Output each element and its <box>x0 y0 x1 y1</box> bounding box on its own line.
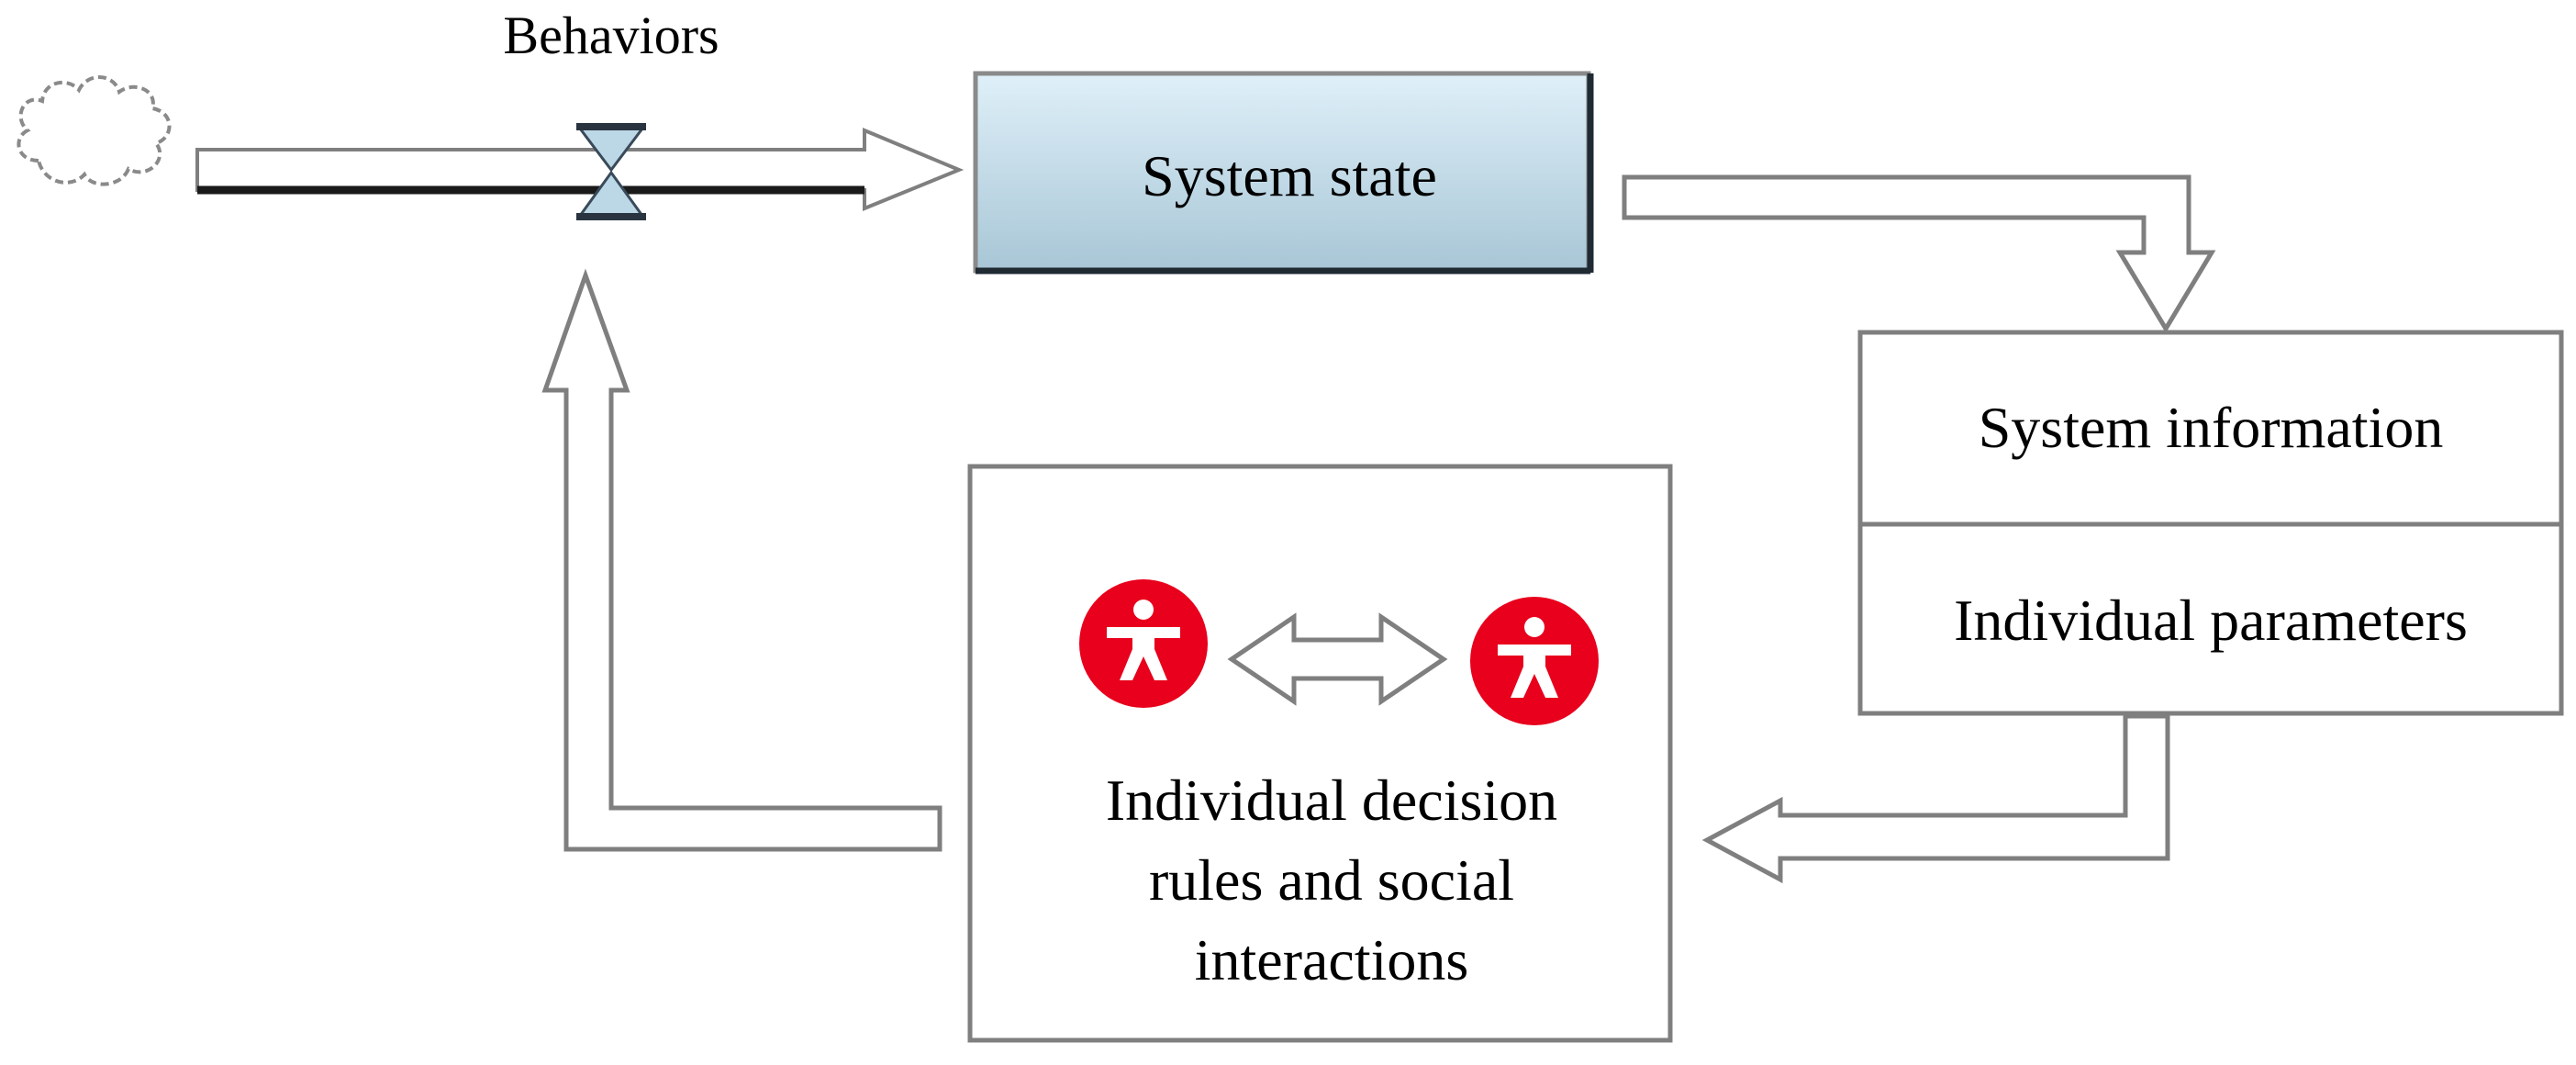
behaviors-label: Behaviors <box>503 6 719 65</box>
decision-label-line2: rules and social <box>1149 847 1514 913</box>
system-information-label: System information <box>1979 395 2444 460</box>
decision-to-behaviors-arrow <box>541 268 942 852</box>
system-state-label: System state <box>1142 143 1437 208</box>
individual-parameters-label: Individual parameters <box>1954 588 2468 653</box>
behaviors-flow-pipe <box>195 127 965 211</box>
decision-label-line3: interactions <box>1195 927 1469 992</box>
person-icon <box>1470 597 1599 725</box>
double-arrow-icon <box>1227 612 1448 706</box>
person-icon <box>1079 579 1208 708</box>
hourglass-valve-icon <box>576 123 646 220</box>
decision-rules-box <box>967 464 1673 1043</box>
system-state-stock <box>973 71 1594 275</box>
cloud-icon <box>17 75 172 186</box>
state-to-info-arrow <box>1622 174 2216 333</box>
decision-label-line1: Individual decision <box>1106 768 1557 833</box>
information-box <box>1857 330 2564 716</box>
info-to-decision-arrow <box>1701 713 2170 884</box>
